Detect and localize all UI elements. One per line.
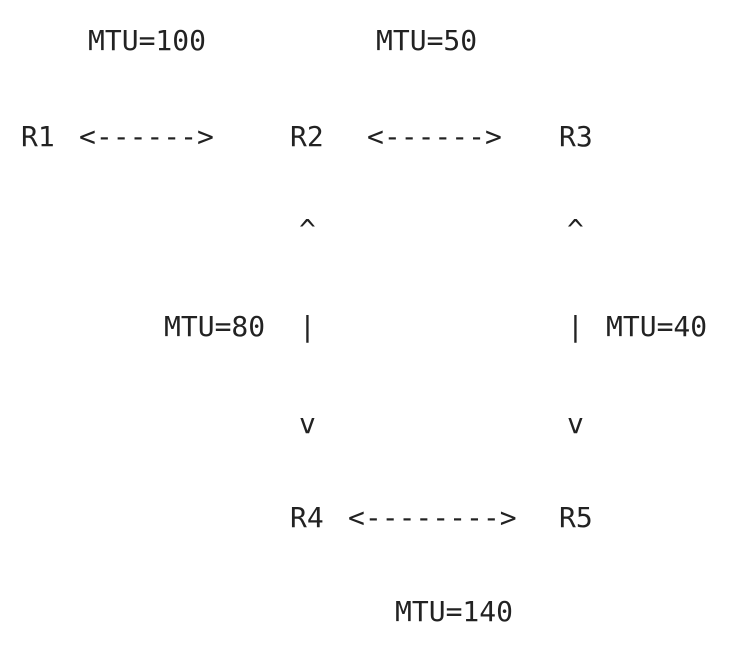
router-r4: R4 xyxy=(290,501,324,534)
link-arrow-r4-r5: <--------> xyxy=(348,501,517,534)
router-r3: R3 xyxy=(559,120,593,153)
link-bar-r2-r4: | xyxy=(299,310,316,343)
mtu-label-r1-r2: MTU=100 xyxy=(88,24,207,57)
link-arrowhead-up-r2-r4: ^ xyxy=(299,213,316,246)
link-arrow-r1-r2: <------> xyxy=(79,120,214,153)
mtu-label-r3-r5: MTU=40 xyxy=(606,310,708,343)
link-arrowhead-down-r3-r5: v xyxy=(567,407,584,440)
mtu-label-r2-r3: MTU=50 xyxy=(376,24,478,57)
link-arrowhead-up-r3-r5: ^ xyxy=(567,213,584,246)
router-r5: R5 xyxy=(559,501,593,534)
link-arrowhead-down-r2-r4: v xyxy=(299,407,316,440)
mtu-label-r4-r5: MTU=140 xyxy=(395,595,514,628)
mtu-label-r2-r4: MTU=80 xyxy=(164,310,266,343)
router-r1: R1 xyxy=(21,120,55,153)
link-arrow-r2-r3: <------> xyxy=(367,120,502,153)
link-bar-r3-r5: | xyxy=(567,310,584,343)
router-r2: R2 xyxy=(290,120,324,153)
